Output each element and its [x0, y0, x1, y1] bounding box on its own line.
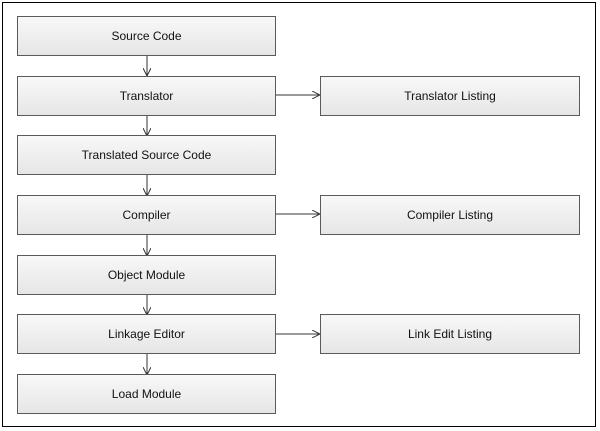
compiler-listing-box: Compiler Listing [320, 195, 580, 235]
linkage-editor-label: Linkage Editor [108, 327, 185, 341]
compiler-box: Compiler [17, 195, 276, 235]
source-code-label: Source Code [111, 29, 182, 43]
load-module-label: Load Module [111, 387, 182, 401]
link-edit-listing-box: Link Edit Listing [320, 314, 580, 354]
translator-box: Translator [17, 76, 276, 116]
object-module-box: Object Module [17, 255, 276, 295]
translated-source-code-label: Translated Source Code [81, 148, 212, 162]
translator-listing-box: Translator Listing [320, 76, 580, 116]
compiler-label: Compiler [122, 208, 171, 222]
load-module-box: Load Module [17, 374, 276, 414]
object-module-label: Object Module [107, 268, 186, 282]
link-edit-listing-label: Link Edit Listing [407, 327, 493, 341]
source-code-box: Source Code [17, 16, 276, 56]
translated-source-code-box: Translated Source Code [17, 135, 276, 175]
compiler-listing-label: Compiler Listing [406, 208, 494, 222]
linkage-editor-box: Linkage Editor [17, 314, 276, 354]
translator-listing-label: Translator Listing [404, 89, 496, 103]
translator-label: Translator [119, 89, 174, 103]
